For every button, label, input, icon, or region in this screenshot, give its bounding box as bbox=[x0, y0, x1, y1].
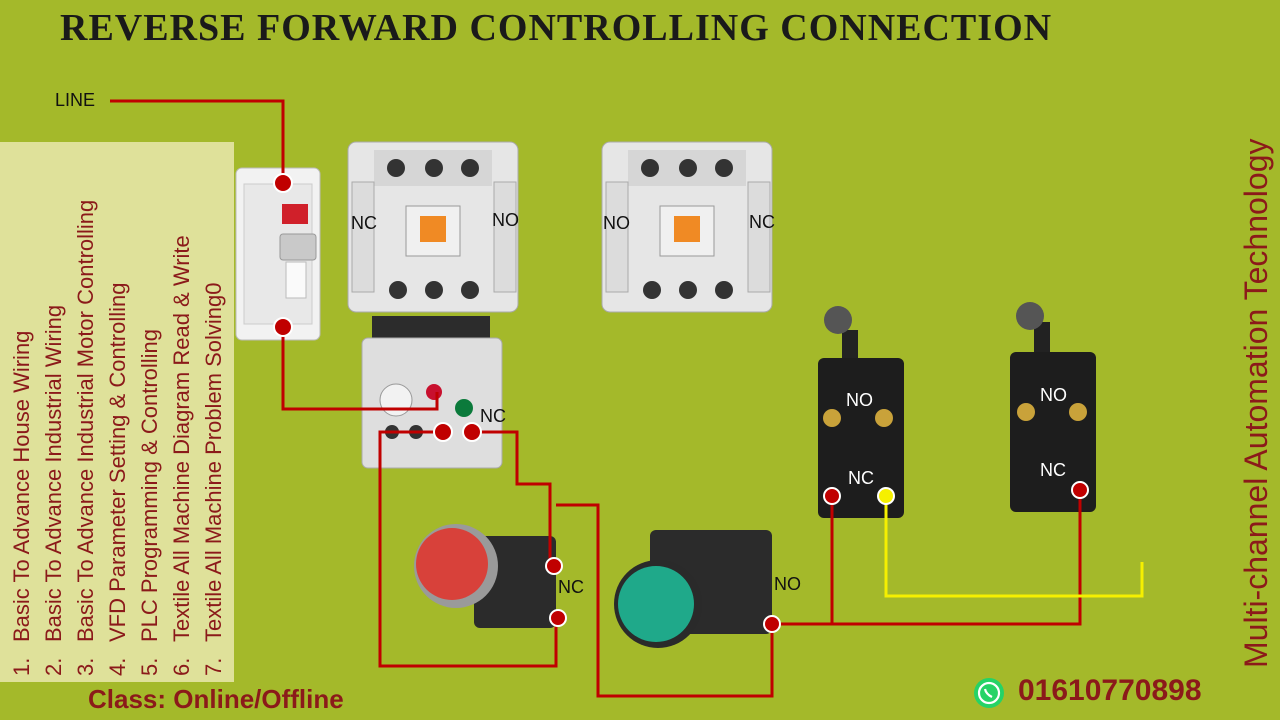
wire-yellow-limit1 bbox=[884, 496, 1144, 598]
wire-start-to-limit2 bbox=[832, 490, 1082, 626]
limit1-no-label: NO bbox=[846, 390, 873, 410]
phone-number: 01610770898 bbox=[1018, 674, 1202, 707]
contactor-reverse bbox=[601, 141, 773, 313]
contactor-forward bbox=[347, 141, 519, 313]
line-label: LINE bbox=[55, 90, 96, 110]
terminal-overload-b bbox=[462, 422, 482, 442]
terminal-limit1-yellow bbox=[877, 487, 895, 505]
wire-line-in bbox=[110, 99, 285, 183]
wire-stop-to-start bbox=[556, 503, 774, 698]
terminal-overload-a bbox=[433, 422, 453, 442]
overload-relay bbox=[361, 316, 503, 469]
wire-breaker-to-overload bbox=[281, 327, 439, 411]
limit1-nc-label: NC bbox=[848, 468, 874, 488]
wire-overload-to-stop bbox=[378, 430, 558, 668]
circuit-breaker bbox=[235, 167, 321, 341]
start-push-button bbox=[614, 530, 772, 648]
contactor2-nc-label: NC bbox=[749, 212, 775, 232]
wire-overload-nc-to-stop bbox=[472, 430, 552, 566]
limit-switch-2 bbox=[1010, 302, 1096, 512]
terminal-limit2-nc bbox=[1071, 481, 1089, 499]
limit-switch-1 bbox=[818, 306, 904, 518]
terminal-breaker-bottom bbox=[273, 317, 293, 337]
terminal-stop-bottom bbox=[549, 609, 567, 627]
contactor2-no-label: NO bbox=[603, 213, 630, 233]
page-title: REVERSE FORWARD CONTROLLING CONNECTION bbox=[60, 7, 1053, 49]
limit2-no-label: NO bbox=[1040, 385, 1067, 405]
contactor1-no-label: NO bbox=[492, 210, 519, 230]
side-brand: Multi-channel Automation Technology bbox=[1238, 138, 1274, 668]
whatsapp-icon bbox=[974, 678, 1004, 708]
terminal-limit1-nc bbox=[823, 487, 841, 505]
terminal-breaker-top bbox=[273, 173, 293, 193]
course-panel bbox=[0, 142, 234, 682]
overload-nc-label: NC bbox=[480, 406, 506, 426]
limit2-nc-label: NC bbox=[1040, 460, 1066, 480]
start-no-label: NO bbox=[774, 574, 801, 594]
terminal-start bbox=[763, 615, 781, 633]
contactor1-nc-label: NC bbox=[351, 213, 377, 233]
class-info: Class: Online/Offline bbox=[88, 684, 344, 714]
stop-nc-label: NC bbox=[558, 577, 584, 597]
terminal-stop-top bbox=[545, 557, 563, 575]
stop-push-button bbox=[414, 524, 556, 628]
